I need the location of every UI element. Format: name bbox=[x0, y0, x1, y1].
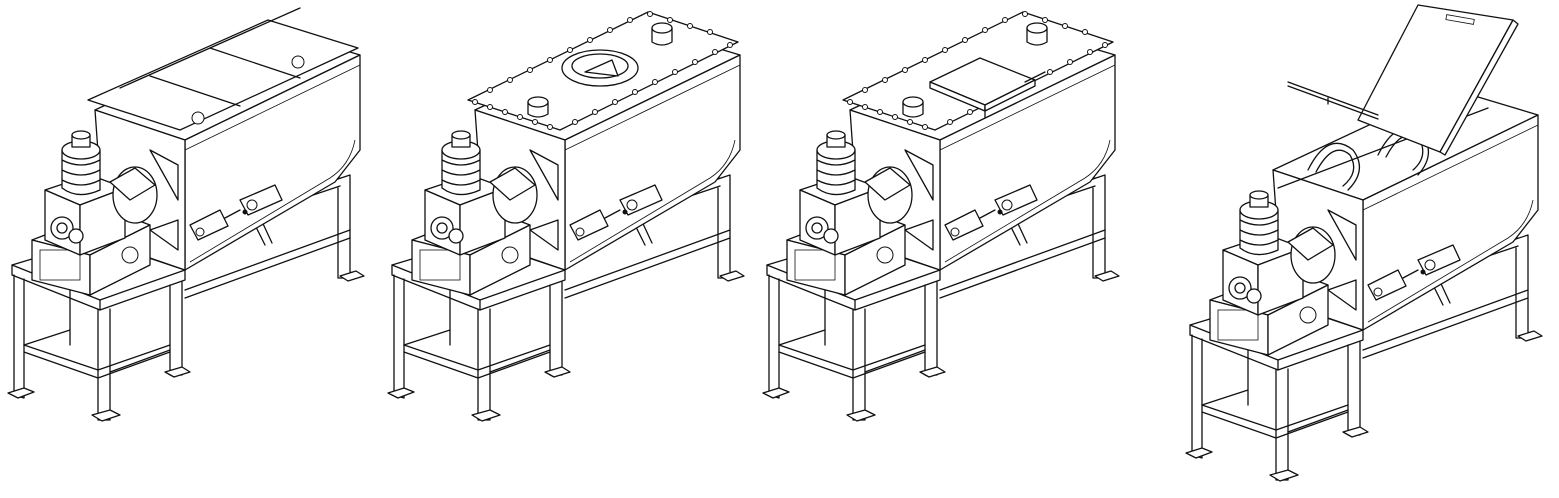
nozzle-left bbox=[902, 96, 924, 118]
round-manhole bbox=[561, 49, 639, 87]
lid-bolt-ring bbox=[472, 11, 733, 130]
panel-open-hinged-lid bbox=[1185, 4, 1543, 482]
nozzle-right bbox=[1026, 22, 1048, 46]
nozzle-left bbox=[527, 96, 549, 118]
segmented-lid bbox=[87, 7, 359, 131]
panel-bolted-lid-rectangular-hatch bbox=[762, 11, 1120, 422]
panel-closed-segmented-lid bbox=[7, 7, 365, 422]
open-lid bbox=[1287, 4, 1519, 156]
bolted-lid bbox=[842, 11, 1114, 131]
panel-bolted-lid-round-manhole bbox=[387, 11, 745, 422]
bolted-lid bbox=[467, 11, 739, 131]
nozzle-right bbox=[651, 22, 673, 46]
rectangular-hatch bbox=[929, 57, 1046, 119]
